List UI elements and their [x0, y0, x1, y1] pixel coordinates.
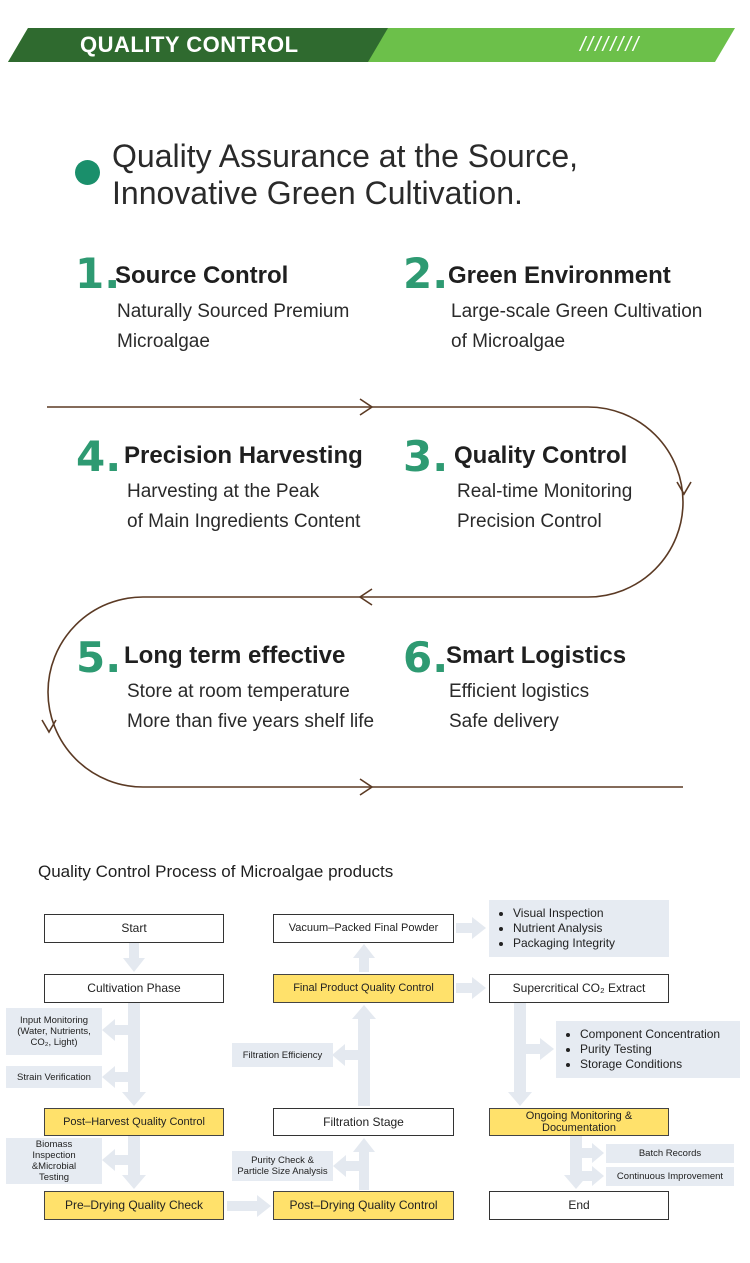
- filtration-efficiency-note: Filtration Efficiency: [232, 1043, 333, 1067]
- step-1-number: 1.: [75, 249, 121, 298]
- headline: Quality Assurance at the Source, Innovat…: [112, 138, 578, 212]
- filtration-stage-box: Filtration Stage: [273, 1108, 454, 1136]
- step-2-title: Green Environment: [448, 262, 671, 289]
- start-box: Start: [44, 914, 224, 943]
- step-4-desc-line-2: of Main Ingredients Content: [127, 511, 361, 532]
- vacuum-check-item: Packaging Integrity: [513, 936, 615, 951]
- pre-drying-check-box: Pre–Drying Quality Check: [44, 1191, 224, 1220]
- step-5-desc-line-2: More than five years shelf life: [127, 711, 375, 732]
- post-drying-qc-box: Post–Drying Quality Control: [273, 1191, 454, 1220]
- step-1-desc-line-1: Naturally Sourced Premium: [117, 301, 350, 322]
- arrow-right-icon: [359, 778, 374, 796]
- post-harvest-qc-box: Post–Harvest Quality Control: [44, 1108, 224, 1136]
- vacuum-check-item: Visual Inspection: [513, 906, 615, 921]
- cultivation-phase-box: Cultivation Phase: [44, 974, 224, 1003]
- input-monitoring-note: Input Monitoring (Water, Nutrients, CO₂,…: [6, 1008, 102, 1055]
- step-1-desc-line-2: Microalgae: [117, 331, 210, 352]
- step-4-desc-line-1: Harvesting at the Peak: [127, 481, 320, 502]
- step-2-desc-line-2: of Microalgae: [451, 331, 566, 352]
- process-title: Quality Control Process of Microalgae pr…: [38, 862, 394, 881]
- step-2-number: 2.: [403, 249, 449, 298]
- supercritical-extract-box: Supercritical CO₂ Extract: [489, 974, 669, 1003]
- step-5-number: 5.: [76, 633, 122, 682]
- extract-check-item: Component Concentration: [580, 1027, 720, 1042]
- step-5-title: Long term effective: [124, 642, 346, 669]
- arrow-down-icon: [676, 481, 692, 496]
- step-3-number: 3.: [403, 432, 449, 481]
- vacuum-checks-list: Visual Inspection Nutrient Analysis Pack…: [489, 900, 669, 957]
- batch-records-note: Batch Records: [606, 1144, 734, 1163]
- headline-line-1: Quality Assurance at the Source,: [112, 138, 579, 174]
- step-1-title: Source Control: [115, 262, 289, 289]
- step-2-desc-line-1: Large-scale Green Cultivation: [451, 301, 703, 322]
- final-product-qc-box: Final Product Quality Control: [273, 974, 454, 1003]
- banner-slashes: ////////: [580, 34, 641, 56]
- step-6-number: 6.: [403, 633, 449, 682]
- step-6-desc-line-1: Efficient logistics: [449, 681, 590, 702]
- purity-check-note: Purity Check & Particle Size Analysis: [232, 1151, 333, 1181]
- step-4-title: Precision Harvesting: [124, 442, 363, 469]
- step-4-number: 4.: [76, 432, 122, 481]
- serpentine-path: [41, 398, 692, 796]
- arrow-left-icon: [358, 588, 373, 606]
- biomass-inspection-note: Biomass Inspection &Microbial Testing: [6, 1138, 102, 1184]
- continuous-improvement-note: Continuous Improvement: [606, 1167, 734, 1186]
- extract-check-item: Purity Testing: [580, 1042, 720, 1057]
- step-3-title: Quality Control: [454, 442, 628, 469]
- banner-graphic: [8, 28, 735, 62]
- step-6-title: Smart Logistics: [446, 642, 627, 669]
- bullet-dot-icon: [75, 160, 100, 185]
- ongoing-monitoring-box: Ongoing Monitoring & Documentation: [489, 1108, 669, 1136]
- extract-check-item: Storage Conditions: [580, 1057, 720, 1072]
- headline-line-2: Innovative Green Cultivation.: [112, 175, 523, 211]
- strain-verification-note: Strain Verification: [6, 1066, 102, 1088]
- vacuum-packed-box: Vacuum–Packed Final Powder: [273, 914, 454, 943]
- step-6-desc-line-2: Safe delivery: [449, 711, 559, 732]
- end-box: End: [489, 1191, 669, 1220]
- arrow-right-icon: [359, 398, 374, 416]
- step-3-desc-line-1: Real-time Monitoring: [457, 481, 633, 502]
- step-3-desc-line-2: Precision Control: [457, 511, 602, 532]
- vacuum-check-item: Nutrient Analysis: [513, 921, 615, 936]
- step-5-desc-line-1: Store at room temperature: [127, 681, 350, 702]
- extract-checks-list: Component Concentration Purity Testing S…: [556, 1021, 740, 1078]
- arrow-down-icon: [41, 719, 57, 734]
- banner-title: QUALITY CONTROL: [80, 32, 299, 57]
